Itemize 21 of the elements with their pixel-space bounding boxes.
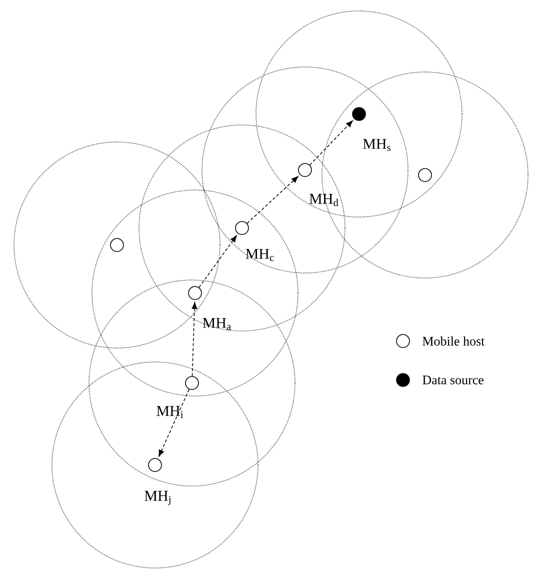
arrow bbox=[198, 235, 237, 288]
host-circle bbox=[148, 458, 162, 472]
host-label: MH$_{s}$ bbox=[363, 138, 390, 152]
arrow bbox=[158, 388, 190, 457]
host-circle bbox=[352, 107, 366, 121]
host-label: MH$_{i}$ bbox=[156, 406, 184, 418]
legend-text: Mobile host bbox=[422, 336, 485, 346]
legend-text: Data source bbox=[422, 376, 484, 384]
host-label: MH$_{c}$ bbox=[246, 248, 274, 262]
host-circle bbox=[235, 221, 249, 235]
host-circle bbox=[188, 286, 202, 300]
host-circle bbox=[418, 168, 432, 182]
host-label: MH$_{d}$ bbox=[309, 194, 338, 206]
host-circle bbox=[110, 238, 124, 252]
arrow bbox=[192, 302, 198, 376]
host-circle bbox=[298, 163, 312, 177]
arrow bbox=[246, 176, 298, 224]
arrow bbox=[309, 120, 353, 166]
host-label: MH$_{a}$ bbox=[202, 318, 232, 330]
host-circle bbox=[185, 376, 199, 390]
host-label: MH$_{j}$ bbox=[144, 490, 170, 506]
